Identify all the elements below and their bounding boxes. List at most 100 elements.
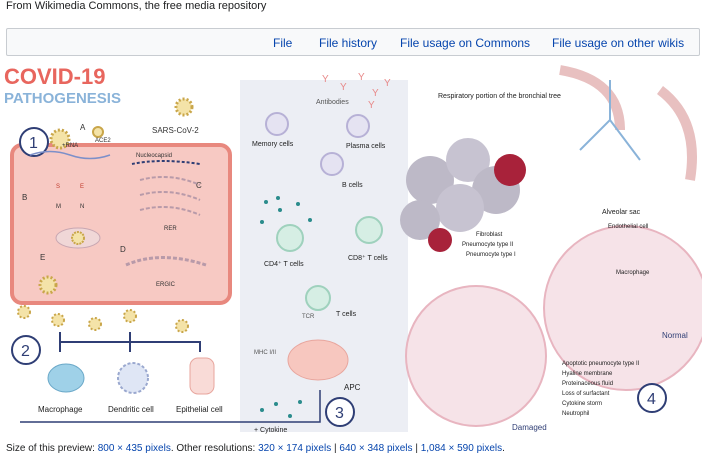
released-virion-1 [17,305,31,319]
ergic [125,256,207,267]
step-2-number: 2 [21,343,30,360]
svg-text:Y: Y [358,72,365,83]
step-3-number: 3 [335,405,344,422]
damaged-label-2: Hyaline membrane [562,371,613,377]
tcells-label: T cells [336,311,357,318]
protein-n: N [80,204,84,210]
plasma-label: Plasma cells [346,143,386,150]
endothelial-label: Endothelial cell [608,224,648,230]
damaged-label-5: Cytokine storm [562,401,602,407]
footer-prefix: Size of this preview: [6,443,95,454]
svg-text:Y: Y [384,78,391,89]
footer-end: . [502,443,505,454]
damaged-caption: Damaged [512,423,547,432]
ace2-virion [92,126,104,138]
ace2-label: ACE2 [95,138,111,144]
step-1-number: 1 [29,135,38,152]
macrophage-label: Macrophage [38,405,83,414]
exiting-virion [38,275,58,295]
released-virion-4 [123,309,137,323]
viral-rna-strand [29,150,111,160]
b-cell [320,152,344,176]
tab-file-usage-commons[interactable]: File usage on Commons [400,36,531,50]
released-virion-2 [51,313,65,327]
released-virion-3 [88,317,102,331]
tab-file-history[interactable]: File history [319,36,378,50]
feedback-line [20,390,321,423]
protein-e: E [80,184,84,190]
figure-title: COVID-19 [4,64,105,89]
protein-s: S [56,184,60,190]
cd4-t-cell [276,224,304,252]
step-1-badge [19,127,49,157]
tcr-label: TCR [302,314,315,320]
nucleocapsid-label: Nucleocapsid [136,153,172,159]
antigen-presenting-cell [287,339,349,381]
memory-cell [265,112,289,136]
bronchi [579,80,641,161]
memory-label: Memory cells [252,141,294,148]
epithelial-cell [189,357,215,395]
released-virion-5 [175,319,189,333]
resolution-link-640[interactable]: 640 × 348 pixels [339,443,413,454]
pneumocyte-ii-label: Pneumocyte type II [462,242,514,248]
sars-cov-2-virion [174,97,194,117]
cd8-t-cell [355,216,383,244]
antibodies-label: Antibodies [316,99,349,106]
normal-alveolus [543,225,702,391]
step-3-badge [325,397,355,427]
damaged-label-4: Loss of surfactant [562,391,610,397]
svg-text:Y: Y [372,88,379,99]
svg-text:Y: Y [368,100,375,111]
letter-b: B [22,193,27,202]
damaged-label-6: Neutrophil [562,411,589,417]
infected-cell [10,143,232,305]
footer-other-label: . Other resolutions: [170,443,256,454]
damaged-labels: Apoptotic pneumocyte type II Hyaline mem… [562,361,640,417]
covid-pathogenesis-figure: COVID-19 PATHOGENESIS 1 SARS-CoV-2 A ACE… [4,64,702,434]
svg-text:Y: Y [340,82,347,93]
protein-m: M [56,204,61,210]
antibody-cluster: YY YY YY [322,72,391,111]
cd4-label: CD4⁺ T cells [264,260,304,268]
epithelial-label: Epithelial cell [176,405,223,414]
alveoli-cluster [400,138,526,252]
damaged-label-1: Apoptotic pneumocyte type II [562,361,640,367]
macrophage-alveolar-label: Macrophage [616,270,650,276]
normal-caption: Normal [662,331,688,340]
step-2-badge [11,335,41,365]
image-preview[interactable]: COVID-19 PATHOGENESIS 1 SARS-CoV-2 A ACE… [0,60,702,437]
tab-file-usage-other-wikis[interactable]: File usage on other wikis [552,36,685,50]
rough-er [139,175,201,216]
cd8-label: CD8⁺ T cells [348,254,388,262]
fibroblast-label: Fibroblast [476,232,503,238]
step-2-arrows [59,332,201,352]
bcells-label: B cells [342,182,363,189]
step-4-badge [637,383,667,413]
dendritic-cell [117,362,149,394]
cytokine-label: + Cytokine [254,427,287,434]
virion-attaching [49,128,71,150]
damaged-alveolus [405,285,547,427]
plasma-cell [346,114,370,138]
virus-label: SARS-CoV-2 [152,126,199,135]
bronchial-label: Respiratory portion of the bronchial tre… [438,93,561,100]
resolution-link-1084[interactable]: 1,084 × 590 pixels [420,443,503,454]
apc-label: APC [344,383,361,392]
preview-size-link[interactable]: 800 × 435 pixels [97,443,171,454]
svg-text:Y: Y [322,74,329,85]
footer-separator-1: | [334,443,337,454]
dendritic-label: Dendritic cell [108,405,154,414]
assembled-virion [71,231,85,245]
pneumocyte-i-label: Pneumocyte type I [466,252,516,258]
footer-separator-2: | [415,443,418,454]
tab-file[interactable]: File [273,36,293,50]
letter-d: D [120,245,126,254]
lung-outline [559,65,697,181]
file-tab-bar: File File history File usage on Commons … [6,28,700,56]
rer-label: RER [164,226,177,232]
letter-e: E [40,253,45,262]
resolution-link-320[interactable]: 320 × 174 pixels [258,443,332,454]
damaged-label-3: Proteinaceous fluid [562,381,613,387]
macrophage-cell [47,363,85,393]
